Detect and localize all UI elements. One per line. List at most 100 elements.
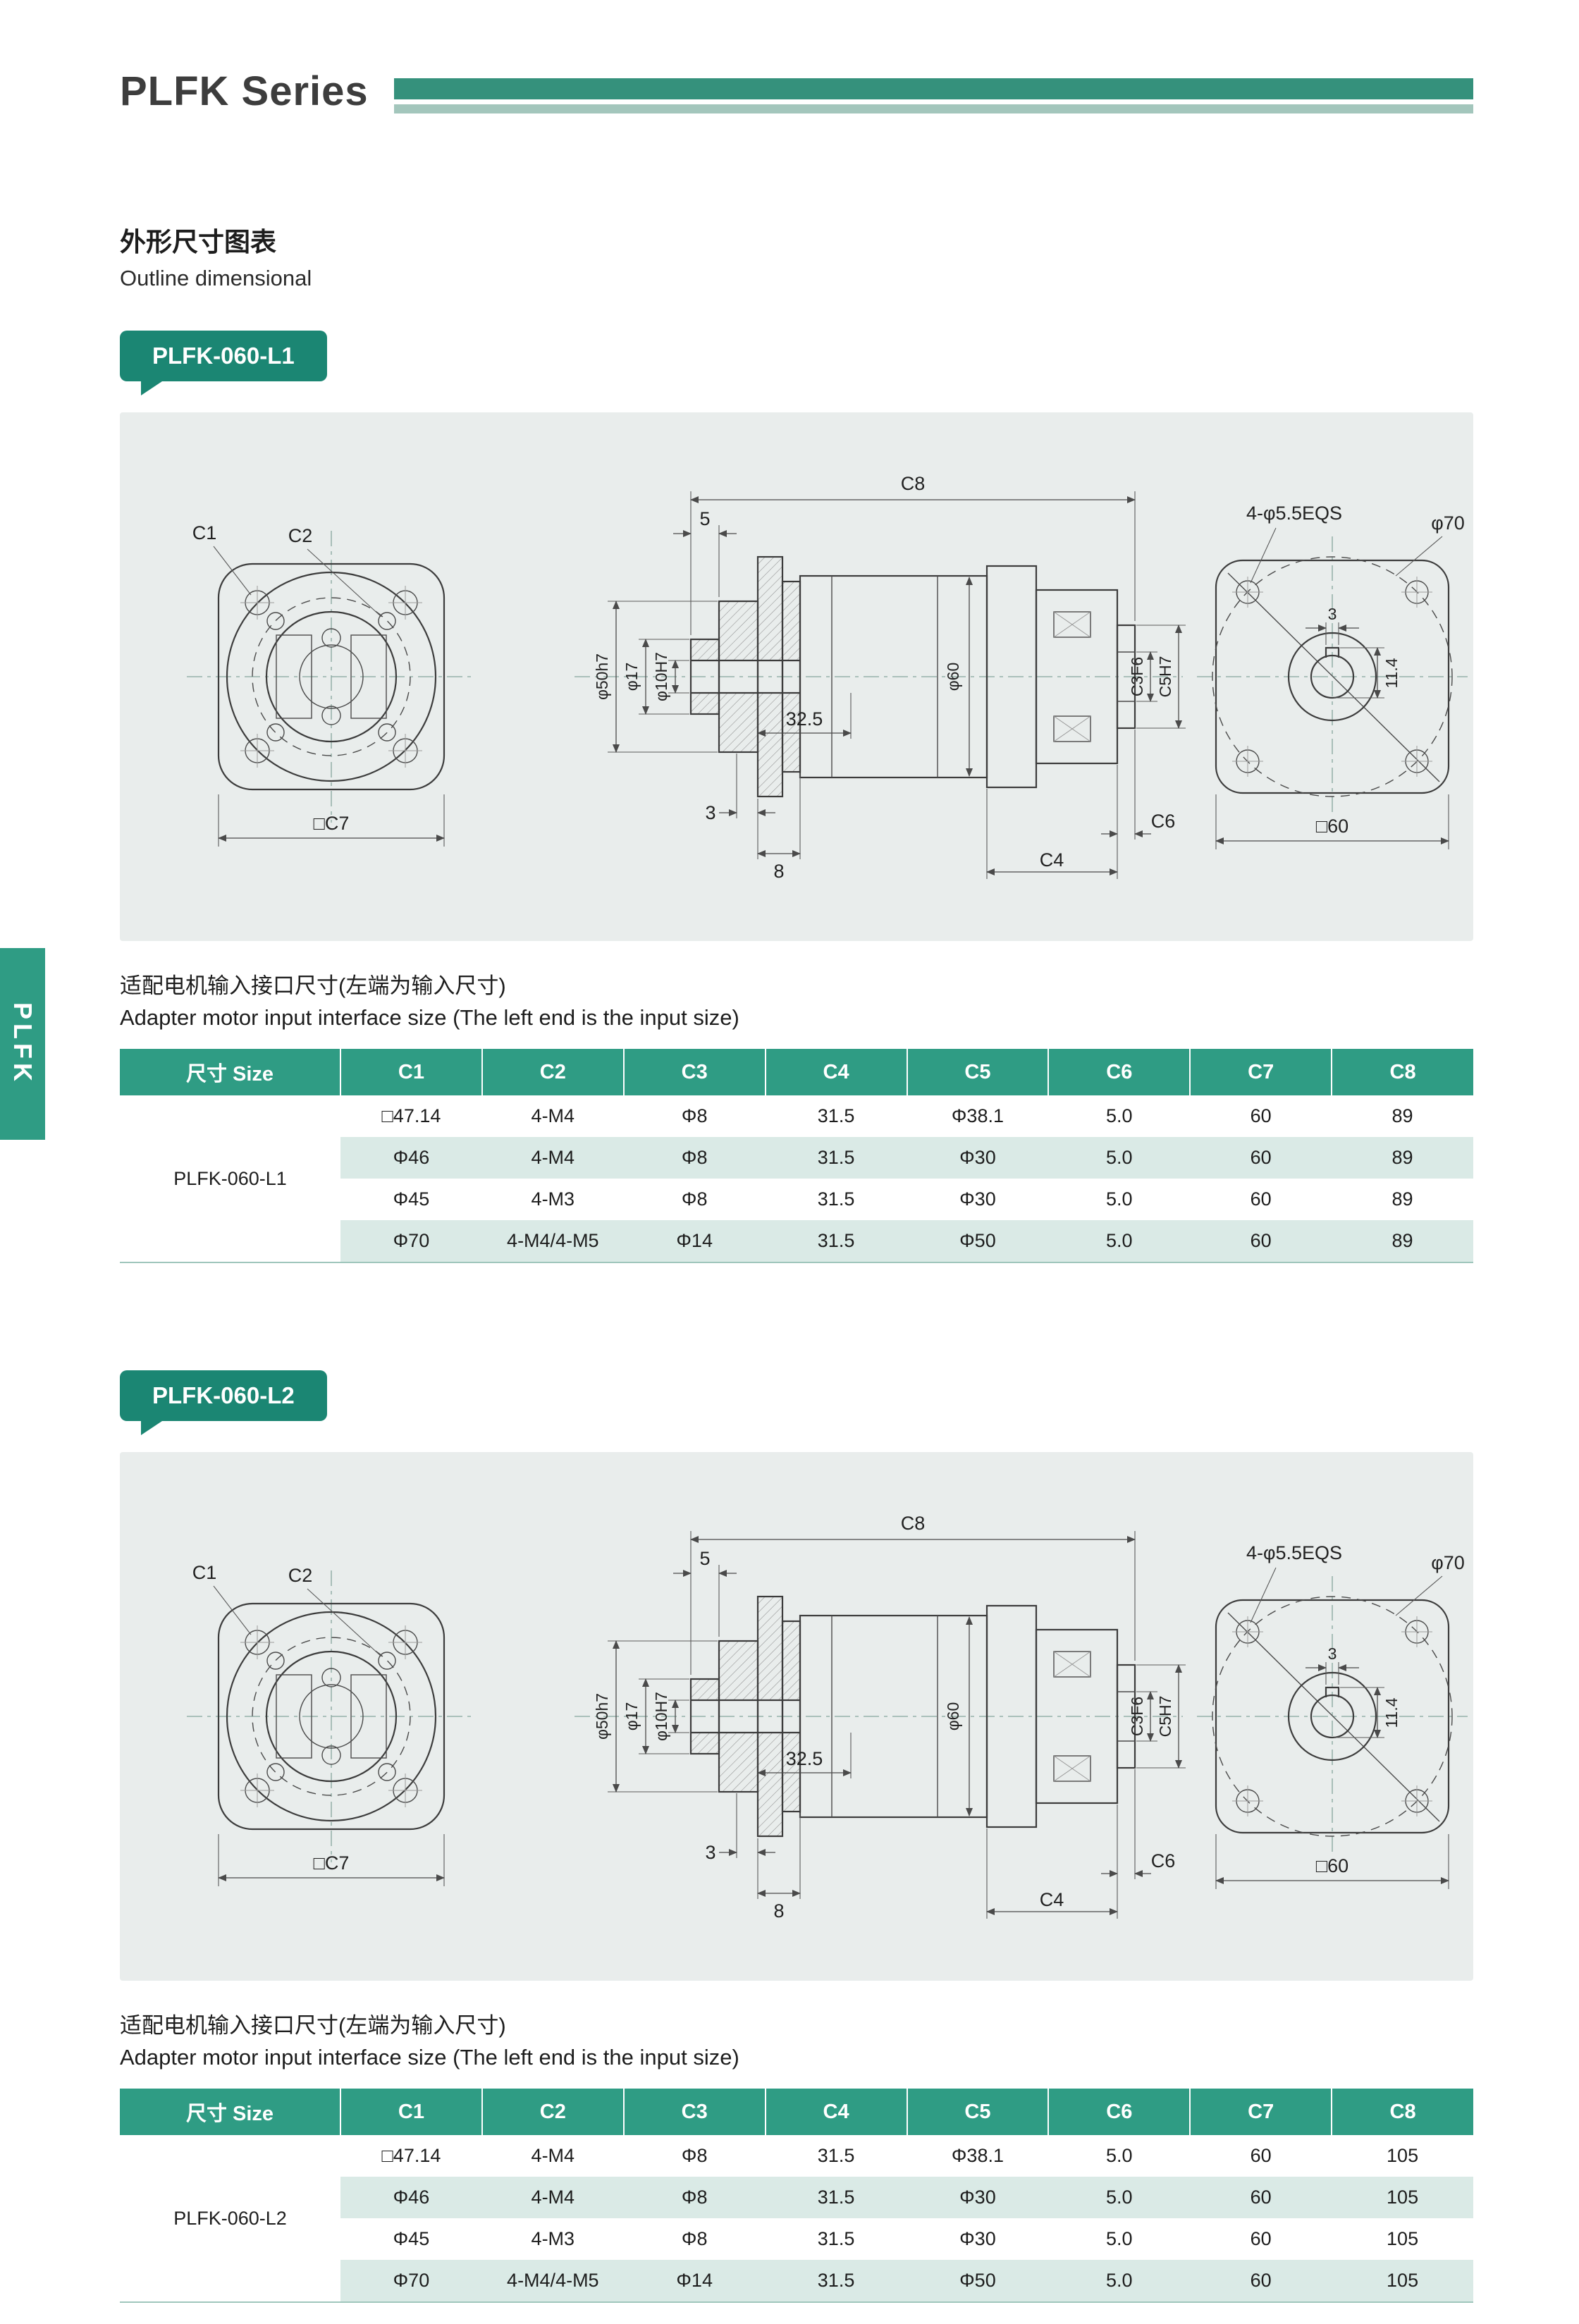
dim-label-c5h7: C5H7 (1156, 656, 1174, 698)
dim-label-5: 5 (699, 508, 710, 529)
column-header: C3 (622, 2089, 766, 2135)
table-cell: Φ14 (623, 2260, 766, 2302)
masthead: PLFK Series (120, 68, 1473, 115)
table-cell: 31.5 (765, 1137, 907, 1179)
table-cell: Φ70 (340, 2260, 482, 2302)
section-heading-zh: 外形尺寸图表 (120, 228, 276, 257)
table-cell: 31.5 (765, 2260, 907, 2302)
dim-label-c2: C2 (288, 525, 313, 546)
table-cell: 89 (1332, 1095, 1473, 1137)
dim-label-3: 3 (705, 802, 715, 823)
table-cell: 4-M4 (481, 2177, 624, 2218)
table-cell: Φ30 (907, 2177, 1049, 2218)
column-header: C7 (1189, 2089, 1332, 2135)
dim-label-c4: C4 (1040, 849, 1064, 871)
table-cell: Φ70 (340, 1220, 482, 1262)
table-cell: 31.5 (765, 1220, 907, 1262)
title-rule-light (393, 104, 1473, 113)
column-header: C1 (340, 2089, 482, 2135)
column-header: 尺寸 Size (120, 2089, 340, 2135)
table-cell: 31.5 (765, 2218, 907, 2260)
gearbox-drawing: C1 C2 □C7 (187, 473, 1468, 882)
column-header: C8 (1331, 1049, 1473, 1095)
table-cell: 60 (1190, 1095, 1332, 1137)
block-l1: PLFK-060-L1 (120, 291, 1473, 1263)
dim-label-8: 8 (773, 861, 784, 882)
table-cell: 5.0 (1048, 1095, 1191, 1137)
table-cell: 31.5 (765, 1179, 907, 1220)
section-view: C8 5 φ50h7 (575, 473, 1186, 882)
dim-label-c8: C8 (901, 473, 926, 494)
outline-drawing-l2 (120, 1452, 1473, 1981)
table-cell: 60 (1190, 1179, 1332, 1220)
column-header: C7 (1189, 1049, 1332, 1095)
table-cell: □47.14 (340, 1095, 482, 1137)
column-header: C5 (906, 1049, 1049, 1095)
table-cell: Φ46 (340, 2177, 482, 2218)
table-cell: Φ30 (907, 2218, 1049, 2260)
outline-drawing-l1: C1 C2 □C7 (187, 473, 1468, 882)
drawing-panel-l2 (120, 1452, 1473, 1981)
dim-label-c1: C1 (192, 522, 217, 543)
table-cell: 4-M3 (481, 1179, 624, 1220)
dim-label-sq60: □60 (1316, 816, 1348, 837)
dim-label-c6: C6 (1151, 811, 1176, 832)
note-en: Adapter motor input interface size (The … (120, 2045, 739, 2070)
table-cell: 60 (1190, 1137, 1332, 1179)
title-rule (393, 78, 1473, 113)
table-cell: Φ8 (623, 1137, 766, 1179)
table-cell: Φ46 (340, 1137, 482, 1179)
table-cell: 31.5 (765, 2177, 907, 2218)
table-cell: 89 (1332, 1220, 1473, 1262)
column-header: 尺寸 Size (120, 1049, 340, 1095)
table-cell: 60 (1190, 2177, 1332, 2218)
table-cell: □47.14 (340, 2135, 482, 2177)
row-label: PLFK-060-L2 (120, 2135, 340, 2302)
table-cell: Φ45 (340, 1179, 482, 1220)
block-l2: PLFK-060-L2 适配电机输入接口尺寸(左端为输入尺寸) Adapter … (120, 1331, 1473, 2303)
dim-label-d70: φ70 (1431, 512, 1465, 534)
drawing-panel-l1: C1 C2 □C7 (120, 412, 1473, 941)
dim-label-32-5: 32.5 (786, 708, 823, 730)
table-cell: Φ8 (623, 1179, 766, 1220)
table-cell: Φ38.1 (907, 1095, 1049, 1137)
table-cell: Φ50 (907, 1220, 1049, 1262)
dim-label-d17: φ17 (622, 663, 641, 691)
table-cell: 60 (1190, 1220, 1332, 1262)
section-heading: 外形尺寸图表 Outline dimensional (120, 221, 1473, 291)
table-cell: 105 (1332, 2177, 1473, 2218)
table-cell: 4-M4 (481, 1137, 624, 1179)
table-cell: Φ30 (907, 1137, 1049, 1179)
table-cell: 5.0 (1048, 1137, 1191, 1179)
table-cell: 31.5 (765, 1095, 907, 1137)
model-badge-l1: PLFK-060-L1 (120, 331, 327, 395)
table-cell: 60 (1190, 2218, 1332, 2260)
table-cell: 105 (1332, 2260, 1473, 2302)
table-cell: 4-M4 (481, 1095, 624, 1137)
table-cell: 105 (1332, 2135, 1473, 2177)
table-cell: Φ30 (907, 1179, 1049, 1220)
column-header: C5 (906, 2089, 1049, 2135)
column-header: C4 (764, 2089, 907, 2135)
table-cell: Φ8 (623, 1095, 766, 1137)
dim-label-key-width: 3 (1328, 605, 1337, 623)
table-cell: 5.0 (1048, 2135, 1191, 2177)
column-header: C3 (622, 1049, 766, 1095)
column-header: C1 (340, 1049, 482, 1095)
page-title: PLFK Series (120, 68, 369, 114)
table-cell: 4-M4/4-M5 (481, 1220, 624, 1262)
note-zh: 适配电机输入接口尺寸(左端为输入尺寸) (120, 973, 506, 998)
table-cell: 89 (1332, 1179, 1473, 1220)
dim-label-4xd5-5eqs: 4-φ5.5EQS (1246, 503, 1342, 524)
table-cell: 5.0 (1048, 2177, 1191, 2218)
table-cell: Φ8 (623, 2177, 766, 2218)
table-cell: 89 (1332, 1137, 1473, 1179)
